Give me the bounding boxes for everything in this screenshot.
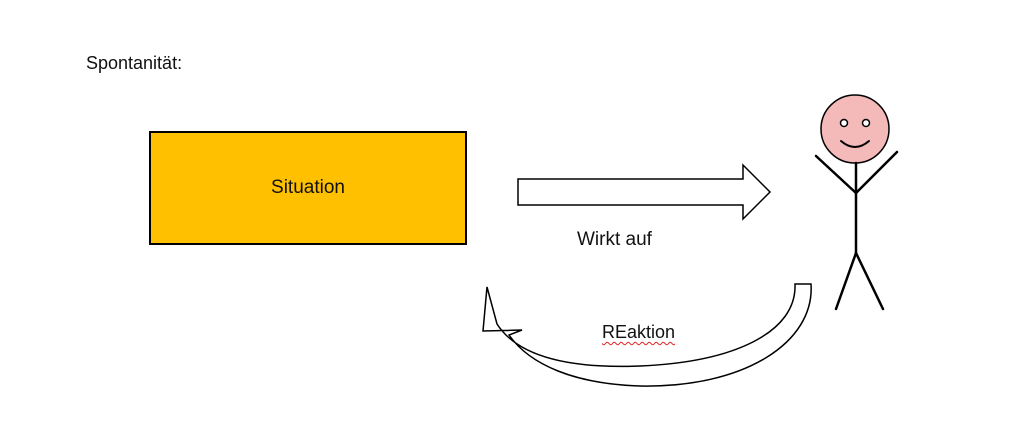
person-right-leg [854,251,885,311]
situation-box: Situation [149,131,467,245]
effect-arrow-label: Wirkt auf [577,229,652,250]
person-left-leg [834,251,858,311]
person-left-eye [839,118,849,128]
person-right-arm [854,150,899,195]
person-right-eye [861,118,871,128]
person-head [820,94,890,164]
person-left-arm [814,154,858,195]
stick-figure-icon [814,94,899,311]
page-title: Spontanität: [86,53,183,73]
effect-arrow [517,163,772,221]
reaction-arrow-label: REaktion [602,322,676,342]
reaction-arrow [482,283,812,387]
situation-label: Situation [271,177,345,198]
person-smile [840,140,870,148]
